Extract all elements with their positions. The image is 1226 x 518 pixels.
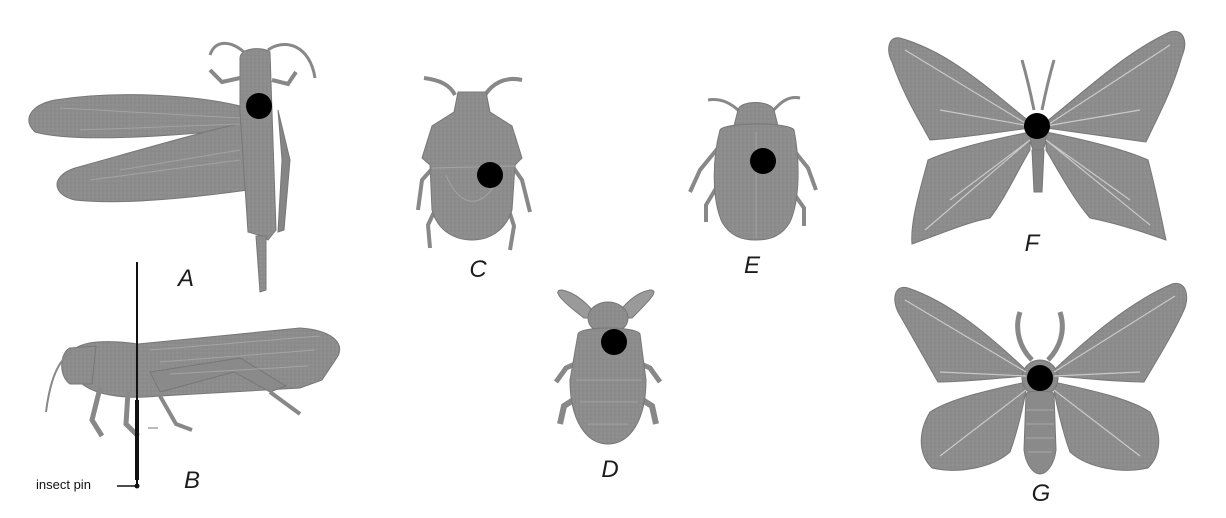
pin-dot-g — [1027, 365, 1053, 391]
panel-label-b: B — [184, 467, 200, 495]
grasshopper-dorsal-a — [29, 43, 315, 292]
grasshopper-lateral-b — [46, 328, 340, 436]
panel-label-f: F — [1025, 230, 1040, 258]
bee-d — [556, 290, 660, 444]
pin-dot-d — [601, 329, 627, 355]
insect-pin-label: insect pin — [36, 477, 91, 492]
panel-label-g: G — [1032, 480, 1051, 508]
stink-bug-c — [418, 78, 530, 250]
panel-label-a: A — [178, 265, 194, 293]
pin-dot-c — [477, 162, 503, 188]
panel-label-c: C — [469, 256, 486, 284]
panel-label-e: E — [744, 252, 760, 280]
pin-dot-e — [750, 148, 776, 174]
pin-dot-f — [1024, 113, 1050, 139]
pin-dot-a — [246, 93, 272, 119]
panel-label-d: D — [601, 456, 618, 484]
